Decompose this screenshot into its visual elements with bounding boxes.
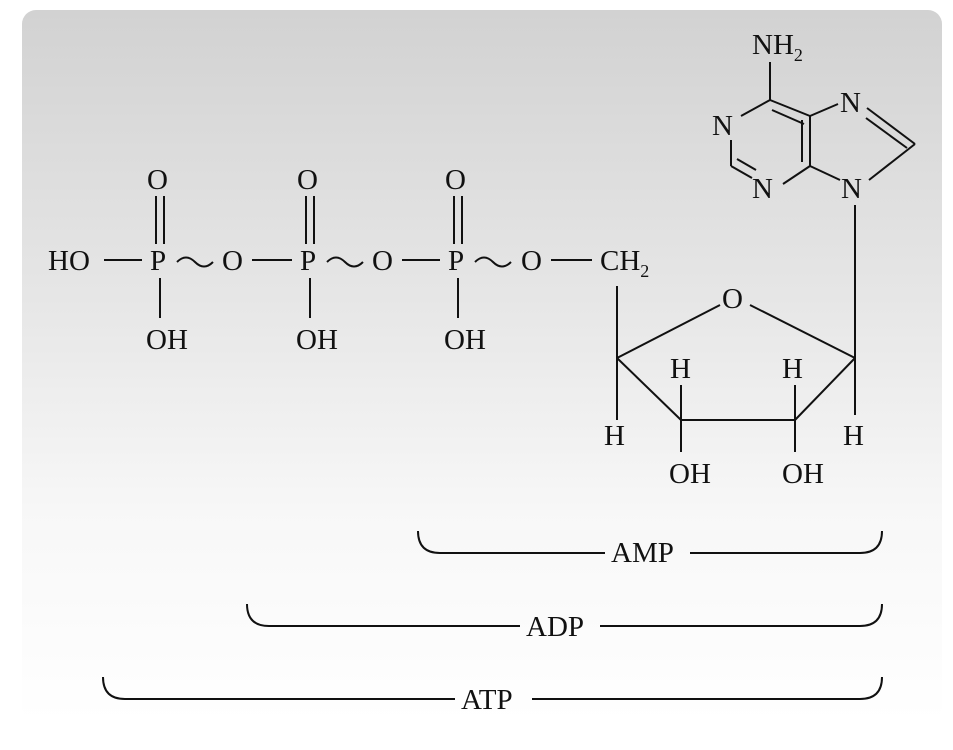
atp-bracket: ATP: [102, 676, 883, 716]
oh-c2-label: OH: [782, 458, 824, 490]
adp-label: ADP: [526, 611, 584, 643]
phosphate-1-double-oxygen-label: O: [147, 164, 168, 196]
adenine-base: NH2 N N N N: [712, 29, 916, 205]
bond-n3-c4: [782, 165, 811, 185]
ho-group-label: HO: [48, 245, 90, 277]
atp-bracket-left: [102, 676, 455, 700]
high-energy-bond-2: [326, 256, 364, 268]
h-c2-label: H: [782, 353, 803, 385]
bond-c5-c6-a: [769, 99, 811, 117]
adp-bracket-left: [246, 603, 520, 627]
background-panel: [22, 10, 942, 722]
high-energy-bond-3: [474, 256, 512, 268]
amp-bracket: AMP: [417, 530, 883, 569]
n7-label: N: [840, 87, 861, 119]
adp-bracket: ADP: [246, 603, 883, 643]
bond-c4-n9: [809, 165, 841, 181]
phosphate-2-double-oxygen-label: O: [297, 164, 318, 196]
ring-oxygen-label: O: [722, 283, 743, 315]
bridge-oxygen-1-label: O: [222, 245, 243, 277]
bond-c5-n7: [809, 103, 839, 117]
ch2-label: CH2: [600, 245, 649, 281]
phosphate-2-hydroxyl-label: OH: [296, 324, 338, 356]
ribose-ring: O H H OH H OH H: [604, 205, 864, 490]
phosphorus-2-label: P: [300, 245, 316, 277]
amp-bracket-right: [690, 530, 883, 554]
n9-label: N: [841, 173, 862, 205]
phosphorus-3-label: P: [448, 245, 464, 277]
h-c3-label: H: [670, 353, 691, 385]
adp-bracket-right: [600, 603, 883, 627]
bond-c2-c1: [794, 357, 856, 421]
bond-ring-oxygen-c1: [749, 304, 856, 359]
phosphorus-1-label: P: [150, 245, 166, 277]
bond-c4-c3: [616, 357, 682, 421]
bond-c8-n9: [868, 143, 916, 181]
phosphate-1-hydroxyl-label: OH: [146, 324, 188, 356]
atp-bracket-right: [532, 676, 883, 700]
bond-c2-n3-b: [736, 158, 757, 171]
n3-label: N: [752, 173, 773, 205]
amp-bracket-left: [417, 530, 605, 554]
phosphate-3-double-oxygen-label: O: [445, 164, 466, 196]
atp-label: ATP: [461, 684, 513, 716]
phosphate-3-hydroxyl-label: OH: [444, 324, 486, 356]
bond-c4-ring-oxygen: [616, 304, 721, 359]
bond-c5-c6-b: [771, 109, 805, 125]
bond-c6-n1: [740, 99, 771, 117]
h-c4-label: H: [604, 420, 625, 452]
amp-label: AMP: [611, 537, 674, 569]
h-c1-label: H: [843, 420, 864, 452]
oh-c3-label: OH: [669, 458, 711, 490]
amino-group-label: NH2: [752, 29, 803, 65]
high-energy-bond-1: [176, 256, 214, 268]
n1-label: N: [712, 110, 733, 142]
phosphate-chain: HO P O OH O P O OH O P O OH O CH2: [48, 164, 649, 356]
bridge-oxygen-2-label: O: [372, 245, 393, 277]
bond-n7-c8-a: [866, 107, 916, 145]
bond-n7-c8-b: [865, 117, 908, 149]
bond-c2-n3-a: [730, 165, 753, 179]
bridge-oxygen-3-label: O: [521, 245, 542, 277]
